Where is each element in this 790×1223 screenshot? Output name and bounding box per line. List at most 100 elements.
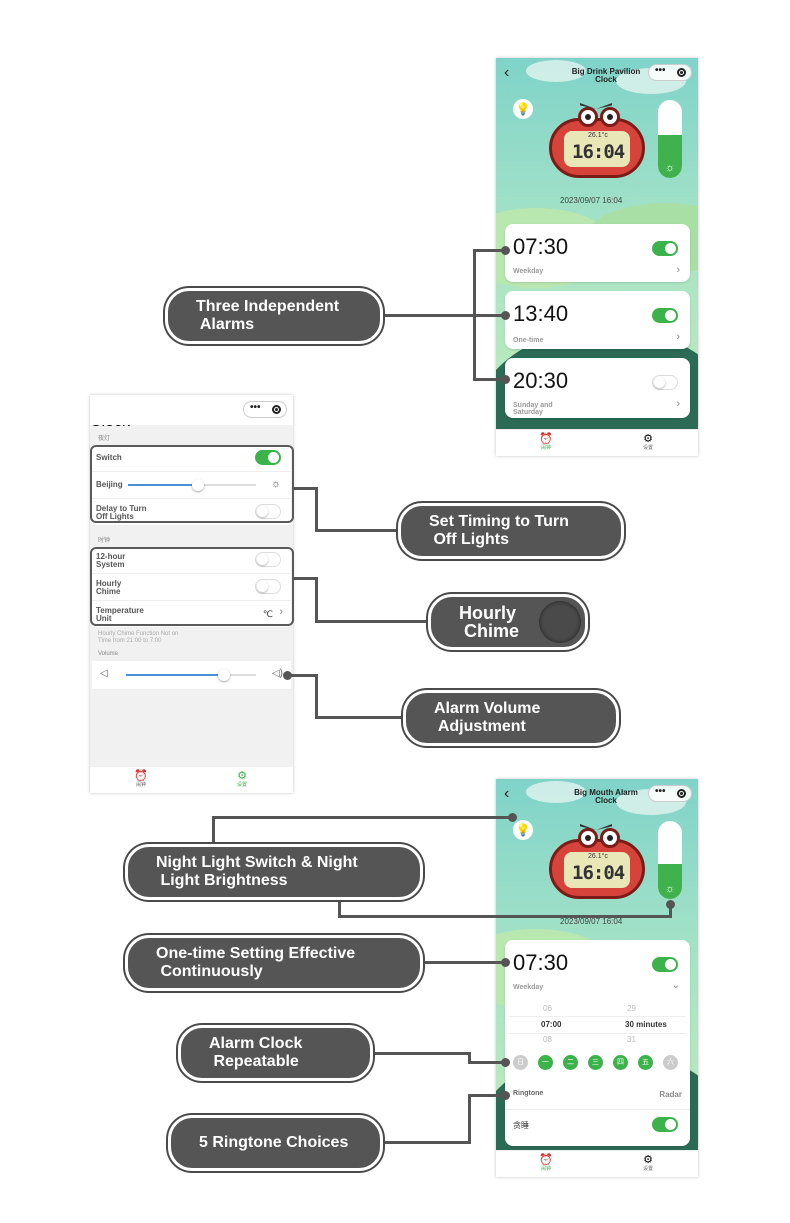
slider-knob[interactable] [217,669,230,681]
connector-line [473,378,506,381]
connector-line [468,1052,471,1064]
connector-line [468,1094,508,1097]
tab-alarm[interactable]: ⏰闹钟 [526,433,566,452]
minute-selected[interactable]: 30 minutes [625,1020,667,1029]
hourly-note: Hourly Chime Function Not on Time from 2… [98,631,179,644]
sun-icon: ☼ [664,883,676,895]
connector-line [380,314,475,317]
row-switch: Switch [92,445,291,472]
callout-repeatable: Alarm Clock Repeatable [178,1025,373,1081]
connector-line [420,961,508,964]
more-icon[interactable]: ••• [655,786,666,797]
tab-settings[interactable]: ⚙设置 [628,433,668,452]
alarm-card-2[interactable]: 13:40 One-time › [505,291,690,349]
back-icon[interactable]: ‹ [504,785,510,802]
delay-off-toggle[interactable] [255,504,281,519]
brightness-slider[interactable]: ☼ [658,821,682,899]
clock-time: 16:04 [572,862,625,884]
menu-capsule[interactable]: ••• [648,785,692,802]
alarm-time: 13:40 [513,301,569,326]
connector-line [315,487,318,531]
tab-alarm[interactable]: ⏰闹钟 [526,1154,566,1173]
slider-knob[interactable] [192,479,205,491]
day-wed[interactable]: 三 [588,1055,603,1070]
menu-capsule[interactable]: ••• [648,64,692,81]
connector-line [468,1061,506,1064]
connector-line [315,577,318,622]
chevron-down-icon[interactable]: ⌄ [671,980,680,991]
hour-option[interactable]: 08 [543,1035,552,1044]
day-tue[interactable]: 二 [563,1055,578,1070]
alarm-repeat: Weekday [513,984,544,991]
clock-illustration: 26.1°c 16:04 [549,824,645,899]
alarm-clock-icon: ⏰ [539,433,553,445]
chevron-right-icon: › [279,606,283,618]
section-night-light: 夜灯 [98,436,111,442]
alarm-toggle[interactable] [652,308,678,323]
day-sun[interactable]: 日 [513,1055,528,1070]
12-hour-toggle[interactable] [255,552,281,567]
bulb-icon[interactable]: 💡 [513,820,533,840]
chevron-right-icon[interactable]: › [676,264,680,276]
bulb-icon[interactable]: 💡 [513,99,533,119]
close-mini-icon[interactable] [272,405,281,414]
close-mini-icon[interactable] [677,68,686,77]
chevron-right-icon[interactable]: › [676,398,680,410]
alarm-toggle[interactable] [652,957,678,972]
connector-dot [666,900,675,909]
alarm-time: 07:30 [513,234,569,259]
minute-option[interactable]: 29 [627,1004,636,1013]
ringtone-value: Radar [659,1090,682,1099]
tab-alarm[interactable]: ⏰闹钟 [121,770,161,789]
connector-line [473,249,506,252]
current-date: 2023/09/07 16:04 [560,917,623,926]
alarm-toggle[interactable] [652,241,678,256]
temp-unit-value: ℃ [262,609,273,619]
day-sat[interactable]: 六 [663,1055,678,1070]
more-icon[interactable]: ••• [655,65,666,76]
menu-capsule[interactable]: ••• [243,401,287,418]
eye-left [578,107,598,127]
day-fri[interactable]: 五 [638,1055,653,1070]
night-light-toggle[interactable] [255,450,281,465]
day-thu[interactable]: 四 [613,1055,628,1070]
alarm-card-1[interactable]: 07:30 Weekday › [505,224,690,282]
hour-selected[interactable]: 07:00 [541,1020,562,1029]
hourly-chime-toggle[interactable] [255,579,281,594]
connector-dot [501,375,510,384]
close-mini-icon[interactable] [677,789,686,798]
picker-highlight [509,1016,686,1034]
eye-left [578,828,598,848]
back-icon[interactable]: ‹ [504,64,510,81]
ringtone-row[interactable]: Ringtone Radar [505,1083,690,1110]
section-volume: Volume [98,651,119,657]
chevron-right-icon[interactable]: › [676,331,680,343]
eye-right [600,828,620,848]
minute-option[interactable]: 31 [627,1035,636,1044]
alarm-toggle[interactable] [652,375,678,390]
more-icon[interactable]: ••• [250,402,261,413]
connector-line [290,674,317,677]
connector-line [315,716,405,719]
connector-dot [501,311,510,320]
alarm-clock-icon: ⏰ [539,1154,553,1166]
alarm-time: 20:30 [513,368,569,393]
settings-screen: Big Mouth Idle Clock ••• 夜灯 Switch Beiji… [90,395,293,793]
ringtone-label: Ringtone [513,1090,544,1097]
alarm-card-3[interactable]: 20:30 Sunday and Saturday › [505,358,690,418]
brightness-slider[interactable] [128,479,256,491]
day-mon[interactable]: 一 [538,1055,553,1070]
cloud [526,60,586,82]
tab-settings[interactable]: ⚙设置 [628,1154,668,1173]
volume-slider[interactable] [126,669,256,681]
hour-option[interactable]: 06 [543,1004,552,1013]
connector-line [382,1141,470,1144]
tab-settings[interactable]: ⚙设置 [222,770,262,789]
alarm-edit-screen: ‹ Big Mouth Alarm Clock ••• 💡 26.1°c 16:… [496,779,698,1177]
highlight-night-light [90,445,294,523]
gear-icon: ⚙ [643,1154,653,1166]
snooze-toggle[interactable] [652,1117,678,1132]
brightness-slider[interactable]: ☼ [658,100,682,178]
row-brightness: Beijing ☼ [92,472,291,499]
row-temperature-unit[interactable]: Temperature Unit ℃ › [92,601,291,628]
